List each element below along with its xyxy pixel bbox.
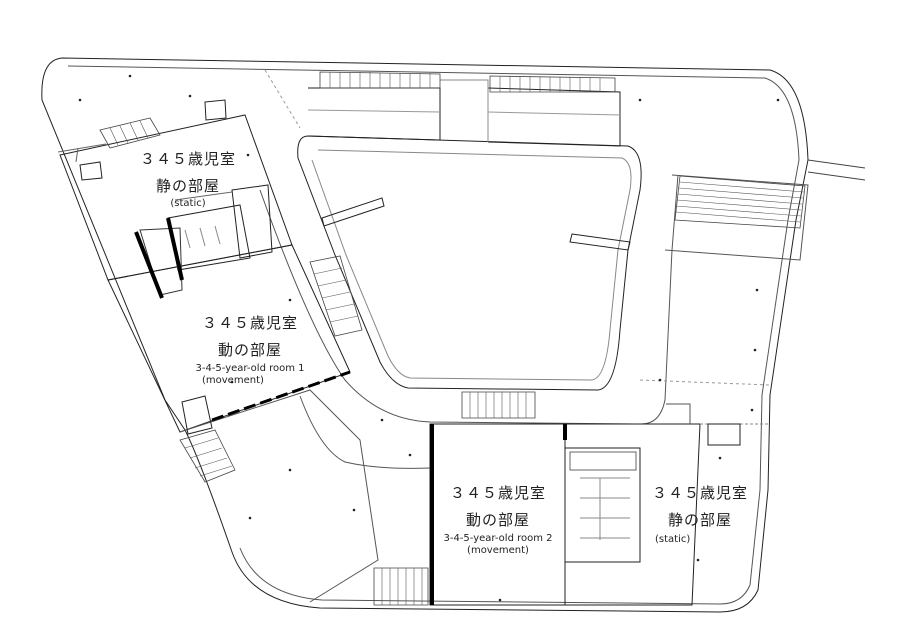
room-note: (static)	[170, 198, 206, 209]
room-subtitle: 静の部屋	[155, 177, 220, 195]
room-label-top-left: ３４５歳児室 静の部屋 (static)	[108, 148, 268, 210]
building-outline	[41, 57, 809, 613]
room-title: ３４５歳児室	[139, 150, 236, 168]
room-subtitle: 動の部屋	[217, 341, 282, 359]
room-label-bottom-center: ３４５歳児室 動の部屋 3-4-5-year-old room 2 (movem…	[418, 482, 578, 557]
room-note: (static)	[655, 534, 691, 545]
room-note: (movement)	[202, 375, 264, 386]
room-subtitle: 静の部屋	[667, 511, 732, 529]
room-note: (movement)	[467, 545, 529, 556]
room-english-name: 3-4-5-year-old room 2	[443, 533, 553, 544]
room-english-name: 3-4-5-year-old room 1	[195, 363, 305, 374]
room-subtitle: 動の部屋	[465, 511, 530, 529]
room-label-middle-left: ３４５歳児室 動の部屋 3-4-5-year-old room 1 (movem…	[165, 312, 335, 387]
room-title: ３４５歳児室	[201, 314, 298, 332]
room-title: ３４５歳児室	[651, 484, 748, 502]
room-title: ３４５歳児室	[449, 484, 546, 502]
room-label-bottom-right: ３４５歳児室 静の部屋 (static)	[630, 482, 770, 546]
courtyard-outline	[297, 135, 642, 391]
